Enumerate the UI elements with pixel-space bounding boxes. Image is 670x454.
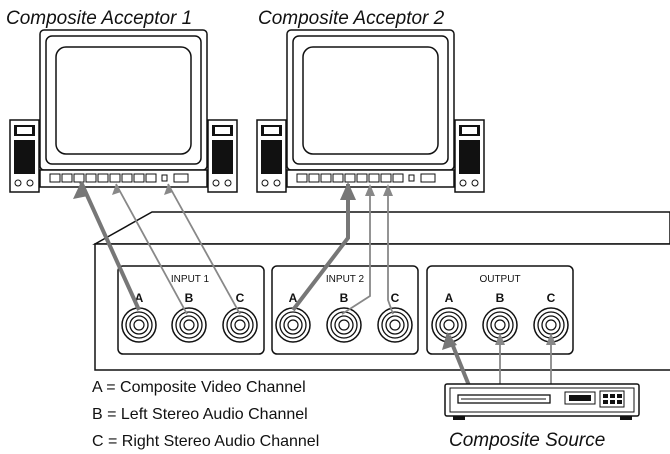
arrowhead-icon bbox=[383, 184, 393, 196]
jack-label: C bbox=[391, 291, 400, 305]
panel-input-1-label: INPUT 1 bbox=[171, 274, 210, 285]
jack-label: B bbox=[496, 291, 505, 305]
control-button bbox=[344, 173, 356, 183]
control-button bbox=[145, 173, 157, 183]
acceptor-1-monitor bbox=[9, 29, 238, 193]
control-button bbox=[121, 173, 133, 183]
control-button bbox=[133, 173, 145, 183]
cable-video-acceptor-2 bbox=[291, 184, 350, 312]
cable-right-audio-acceptor-2 bbox=[387, 186, 394, 315]
cable-left-audio-acceptor-1 bbox=[115, 183, 188, 315]
rca-jack-ring bbox=[338, 319, 350, 331]
jack-label: C bbox=[547, 291, 556, 305]
arrowhead-icon bbox=[546, 333, 556, 345]
jack-label: C bbox=[236, 291, 245, 305]
indicator-light bbox=[408, 174, 415, 182]
power-button bbox=[173, 173, 189, 183]
control-buttons bbox=[49, 173, 189, 183]
control-buttons bbox=[296, 173, 436, 183]
rca-jack-ring bbox=[494, 319, 506, 331]
arrowhead-icon bbox=[495, 333, 505, 345]
control-button bbox=[392, 173, 404, 183]
cable-left-audio-acceptor-2 bbox=[341, 186, 371, 315]
rca-jack-ring bbox=[183, 319, 195, 331]
control-button bbox=[73, 173, 85, 183]
control-button bbox=[320, 173, 332, 183]
speaker-icon bbox=[256, 119, 287, 193]
indicator-light bbox=[161, 174, 168, 182]
power-button bbox=[420, 173, 436, 183]
legend-item: C = Right Stereo Audio Channel bbox=[92, 433, 319, 450]
rca-jack-ring bbox=[443, 319, 455, 331]
control-button bbox=[380, 173, 392, 183]
control-button bbox=[368, 173, 380, 183]
rca-jacks bbox=[121, 307, 569, 343]
control-button bbox=[49, 173, 61, 183]
legend-item: A = Composite Video Channel bbox=[92, 379, 306, 396]
control-button bbox=[308, 173, 320, 183]
legend: A = Composite Video Channel B = Left Ste… bbox=[92, 379, 319, 450]
arrowhead-icon bbox=[164, 184, 173, 195]
acceptor-2-monitor bbox=[256, 29, 485, 193]
control-button bbox=[356, 173, 368, 183]
jack-label: A bbox=[289, 291, 298, 305]
control-button bbox=[85, 173, 97, 183]
source-title: Composite Source bbox=[449, 430, 605, 451]
jack-label: A bbox=[445, 291, 454, 305]
control-button bbox=[332, 173, 344, 183]
rca-jack-ring bbox=[234, 319, 246, 331]
arrowhead-icon bbox=[442, 332, 457, 350]
speaker-icon bbox=[454, 119, 485, 193]
acceptor-1-title: Composite Acceptor 1 bbox=[6, 8, 192, 29]
acceptor-2-title: Composite Acceptor 2 bbox=[258, 8, 445, 29]
control-button bbox=[97, 173, 109, 183]
speaker-icon bbox=[9, 119, 40, 193]
vcr-icon bbox=[444, 383, 640, 420]
jack-label: B bbox=[185, 291, 194, 305]
jack-label: A bbox=[135, 291, 144, 305]
speaker-icon bbox=[207, 119, 238, 193]
rca-jack-ring bbox=[287, 319, 299, 331]
legend-item: B = Left Stereo Audio Channel bbox=[92, 406, 308, 423]
control-button bbox=[61, 173, 73, 183]
arrowhead-icon bbox=[340, 182, 356, 200]
panel-output-label: OUTPUT bbox=[479, 274, 520, 285]
control-button bbox=[109, 173, 121, 183]
rca-jack-ring bbox=[545, 319, 557, 331]
rca-jack-ring bbox=[133, 319, 145, 331]
cable-video-acceptor-1 bbox=[79, 181, 141, 311]
arrowhead-icon bbox=[112, 184, 121, 195]
control-button bbox=[296, 173, 308, 183]
cables bbox=[73, 181, 556, 390]
jack-label: B bbox=[340, 291, 349, 305]
rca-jack-ring bbox=[389, 319, 401, 331]
panel-input-2-label: INPUT 2 bbox=[326, 274, 365, 285]
arrowhead-icon bbox=[73, 182, 88, 199]
cable-right-audio-acceptor-1 bbox=[167, 183, 241, 315]
arrowhead-icon bbox=[365, 184, 375, 196]
